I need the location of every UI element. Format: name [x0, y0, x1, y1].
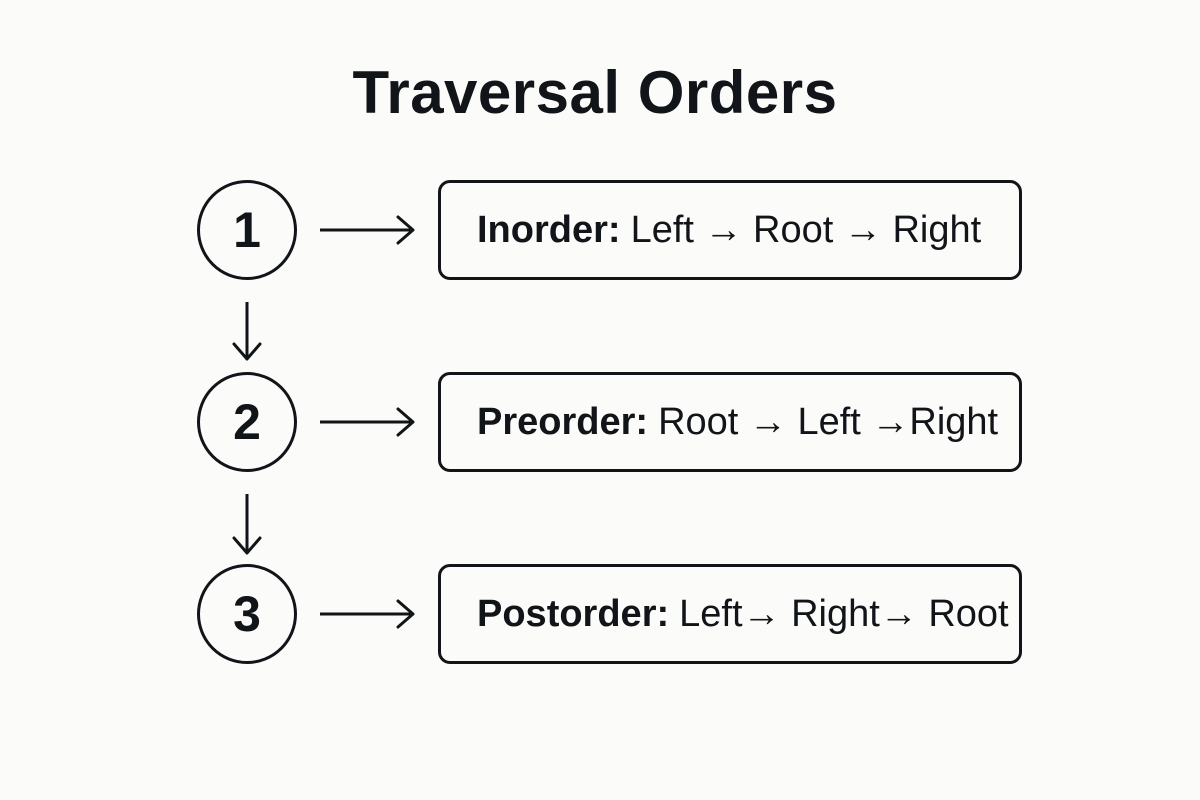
arrow-right-icon — [320, 407, 415, 437]
arrow-right-icon — [320, 599, 415, 629]
step-number-circle: 3 — [197, 564, 297, 664]
diagram-title: Traversal Orders — [352, 59, 838, 126]
order-box-inorder: Inorder:Left → Root → Right — [438, 180, 1022, 280]
order-box-preorder: Preorder:Root → Left →Right — [438, 372, 1022, 472]
step-number-circle: 2 — [197, 372, 297, 472]
order-sequence: Root → Left →Right — [658, 400, 999, 443]
order-box-postorder: Postorder:Left→ Right→ Root — [438, 564, 1022, 664]
step-number-circle: 1 — [197, 180, 297, 280]
arrow-down-icon — [232, 494, 262, 555]
order-sequence: Left → Root → Right — [630, 208, 982, 251]
arrow-down-icon — [232, 302, 262, 361]
order-colon: : — [607, 208, 621, 251]
order-name: Preorder — [477, 400, 636, 443]
order-colon: : — [656, 592, 670, 635]
order-sequence: Left→ Right→ Root — [679, 592, 1009, 635]
order-colon: : — [635, 400, 649, 443]
arrow-right-icon — [320, 215, 415, 245]
order-name: Inorder — [477, 208, 608, 251]
order-name: Postorder — [477, 592, 657, 635]
